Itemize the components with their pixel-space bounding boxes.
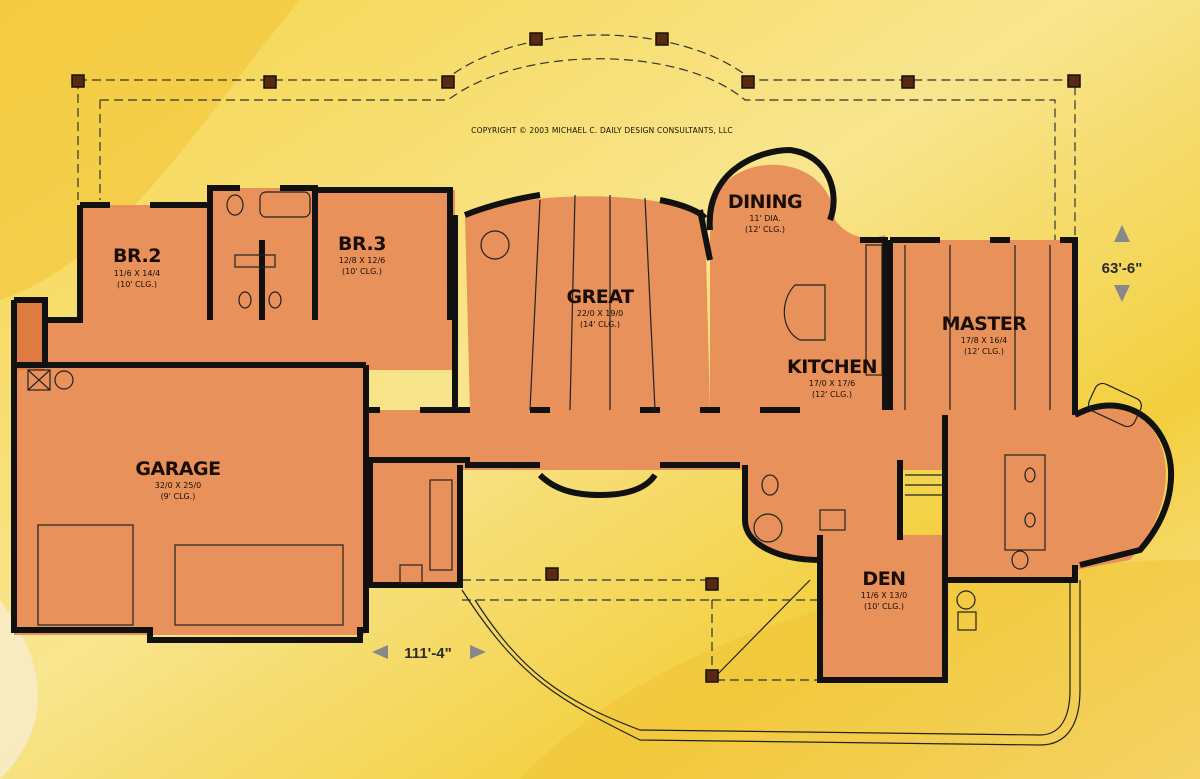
great-area [465, 196, 710, 410]
garage-ceiling: (9' CLG.) [161, 492, 196, 501]
kitchen-size: 17/0 X 17/6 [809, 379, 856, 388]
garage-door [174, 544, 344, 626]
room-label-garage: GARAGE 32/0 X 25/0 (9' CLG.) [135, 458, 221, 501]
den-ceiling: (10' CLG.) [864, 602, 904, 611]
porch-post [71, 74, 85, 88]
kitchen-island-icon [783, 284, 826, 341]
depth-dimension: 63'-6" [1102, 225, 1143, 302]
width-dimension-text: 111'-4" [404, 645, 451, 662]
room-label-great: GREAT 22/0 X 19/0 (14' CLG.) [567, 286, 635, 329]
sink-icon [238, 291, 252, 309]
ac-unit-icon [957, 611, 977, 631]
garage-area [14, 365, 364, 635]
den-name: DEN [862, 568, 905, 590]
great-name: GREAT [567, 286, 634, 308]
arrow-right-icon [470, 645, 486, 659]
laundry-machine-icon [399, 564, 423, 584]
toilet-icon [226, 194, 244, 216]
sink-icon [819, 509, 846, 531]
master-name: MASTER [942, 313, 1028, 335]
arrow-up-icon [1114, 225, 1130, 242]
porch-post [263, 75, 277, 89]
master-bath-area [945, 407, 1166, 580]
garage-size: 32/0 X 25/0 [155, 481, 202, 490]
porch-post [529, 32, 543, 46]
arrow-left-icon [372, 645, 388, 659]
master-tub-icon [1088, 382, 1142, 428]
dining-name: DINING [728, 191, 802, 213]
porch-post [741, 75, 755, 89]
master-vanity-icon [1004, 454, 1046, 551]
great-ceiling: (14' CLG.) [580, 320, 620, 329]
sink-icon [1024, 512, 1036, 528]
porch-post [441, 75, 455, 89]
room-label-br2: BR.2 11/6 X 14/4 (10' CLG.) [113, 245, 161, 289]
depth-dimension-text: 63'-6" [1102, 260, 1143, 277]
garage-name: GARAGE [135, 458, 220, 480]
sink-icon [1024, 467, 1036, 483]
dining-size: 11' DIA. [749, 214, 780, 223]
covered-porch-outline [71, 32, 1081, 240]
br3-size: 12/8 X 12/6 [339, 256, 386, 265]
vanity-icon [234, 254, 276, 268]
patio-post [545, 567, 559, 581]
laundry-area [370, 460, 460, 585]
br3-area [315, 190, 455, 320]
great-size: 22/0 X 19/0 [577, 309, 624, 318]
water-heater-icon [27, 369, 51, 391]
laundry-counter-icon [429, 479, 453, 571]
water-heater-tank-icon [54, 370, 74, 390]
br3-ceiling: (10' CLG.) [342, 267, 382, 276]
br2-ceiling: (10' CLG.) [117, 280, 157, 289]
room-fills [14, 164, 1166, 680]
master-area [890, 240, 1075, 415]
garage-side [14, 300, 44, 370]
bathtub-icon [259, 191, 311, 218]
br2-name: BR.2 [113, 245, 161, 267]
dining-kitchen-area [709, 164, 885, 410]
master-ceiling: (12' CLG.) [964, 347, 1004, 356]
fireplace-icon [480, 230, 510, 260]
interior-details [27, 191, 1142, 631]
br3-name: BR.3 [338, 233, 386, 255]
background-swirl [0, 600, 38, 779]
toilet-icon [1011, 550, 1029, 570]
shower-icon [753, 513, 783, 543]
porch-post [901, 75, 915, 89]
kitchen-name: KITCHEN [787, 356, 877, 378]
room-label-master: MASTER 17/8 X 16/4 (12' CLG.) [942, 313, 1028, 356]
dining-ceiling: (12' CLG.) [745, 225, 785, 234]
room-label-dining: DINING 11' DIA. (12' CLG.) [728, 191, 803, 234]
master-size: 17/8 X 16/4 [961, 336, 1008, 345]
ac-unit-icon [956, 590, 976, 610]
walls [11, 146, 1174, 683]
toilet-icon [761, 474, 779, 496]
kitchen-counter-icon [865, 244, 883, 376]
porch-post [1067, 74, 1081, 88]
width-dimension: 111'-4" [372, 645, 486, 662]
front-patio-outline [461, 567, 1081, 746]
copyright-text: COPYRIGHT © 2003 MICHAEL C. DAILY DESIGN… [471, 126, 733, 135]
room-label-br3: BR.3 12/8 X 12/6 (10' CLG.) [338, 233, 386, 276]
garage-door [37, 524, 134, 626]
kitchen-ceiling: (12' CLG.) [812, 390, 852, 399]
room-label-kitchen: KITCHEN 17/0 X 17/6 (12' CLG.) [787, 356, 877, 399]
hall-area [45, 320, 455, 370]
closet-shelving [905, 474, 945, 496]
porch-post [655, 32, 669, 46]
patio-post [705, 669, 719, 683]
br2-size: 11/6 X 14/4 [114, 269, 161, 278]
sink-icon [268, 291, 282, 309]
arrow-down-icon [1114, 285, 1130, 302]
den-area [820, 535, 945, 680]
patio-post [705, 577, 719, 591]
room-label-den: DEN 11/6 X 13/0 (10' CLG.) [861, 568, 908, 611]
den-size: 11/6 X 13/0 [861, 591, 908, 600]
